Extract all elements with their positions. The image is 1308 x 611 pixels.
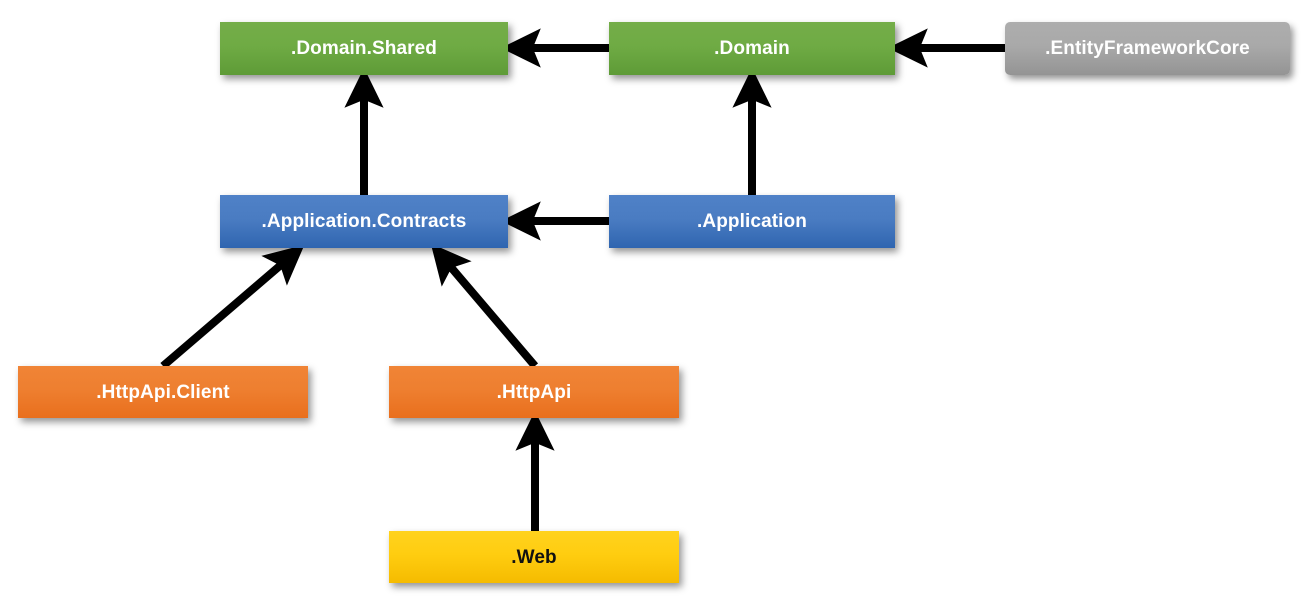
node-httpapi-client[interactable]: .HttpApi.Client	[18, 366, 308, 418]
node-domain-shared-label: .Domain.Shared	[290, 38, 438, 59]
node-domain-shared[interactable]: .Domain.Shared	[220, 22, 508, 75]
node-domain-label: .Domain	[714, 38, 790, 59]
node-entity-framework-core[interactable]: .EntityFrameworkCore	[1005, 22, 1290, 75]
node-domain[interactable]: .Domain	[609, 22, 895, 75]
node-application-contracts-label: .Application.Contracts	[261, 211, 467, 232]
node-httpapi-label: .HttpApi	[496, 381, 572, 403]
node-web-label: .Web	[511, 546, 557, 568]
edge-httpapi-to-application-contracts	[430, 243, 539, 369]
node-httpapi-client-label: .HttpApi.Client	[96, 381, 230, 403]
node-application[interactable]: .Application	[609, 195, 895, 248]
node-application-label: .Application	[697, 211, 807, 232]
node-entity-framework-core-label: .EntityFrameworkCore	[1045, 38, 1250, 59]
node-application-contracts[interactable]: .Application.Contracts	[220, 195, 508, 248]
node-httpapi[interactable]: .HttpApi	[389, 366, 679, 418]
edge-httpapi-client-to-application-contracts	[160, 244, 305, 370]
node-web[interactable]: .Web	[389, 531, 679, 583]
